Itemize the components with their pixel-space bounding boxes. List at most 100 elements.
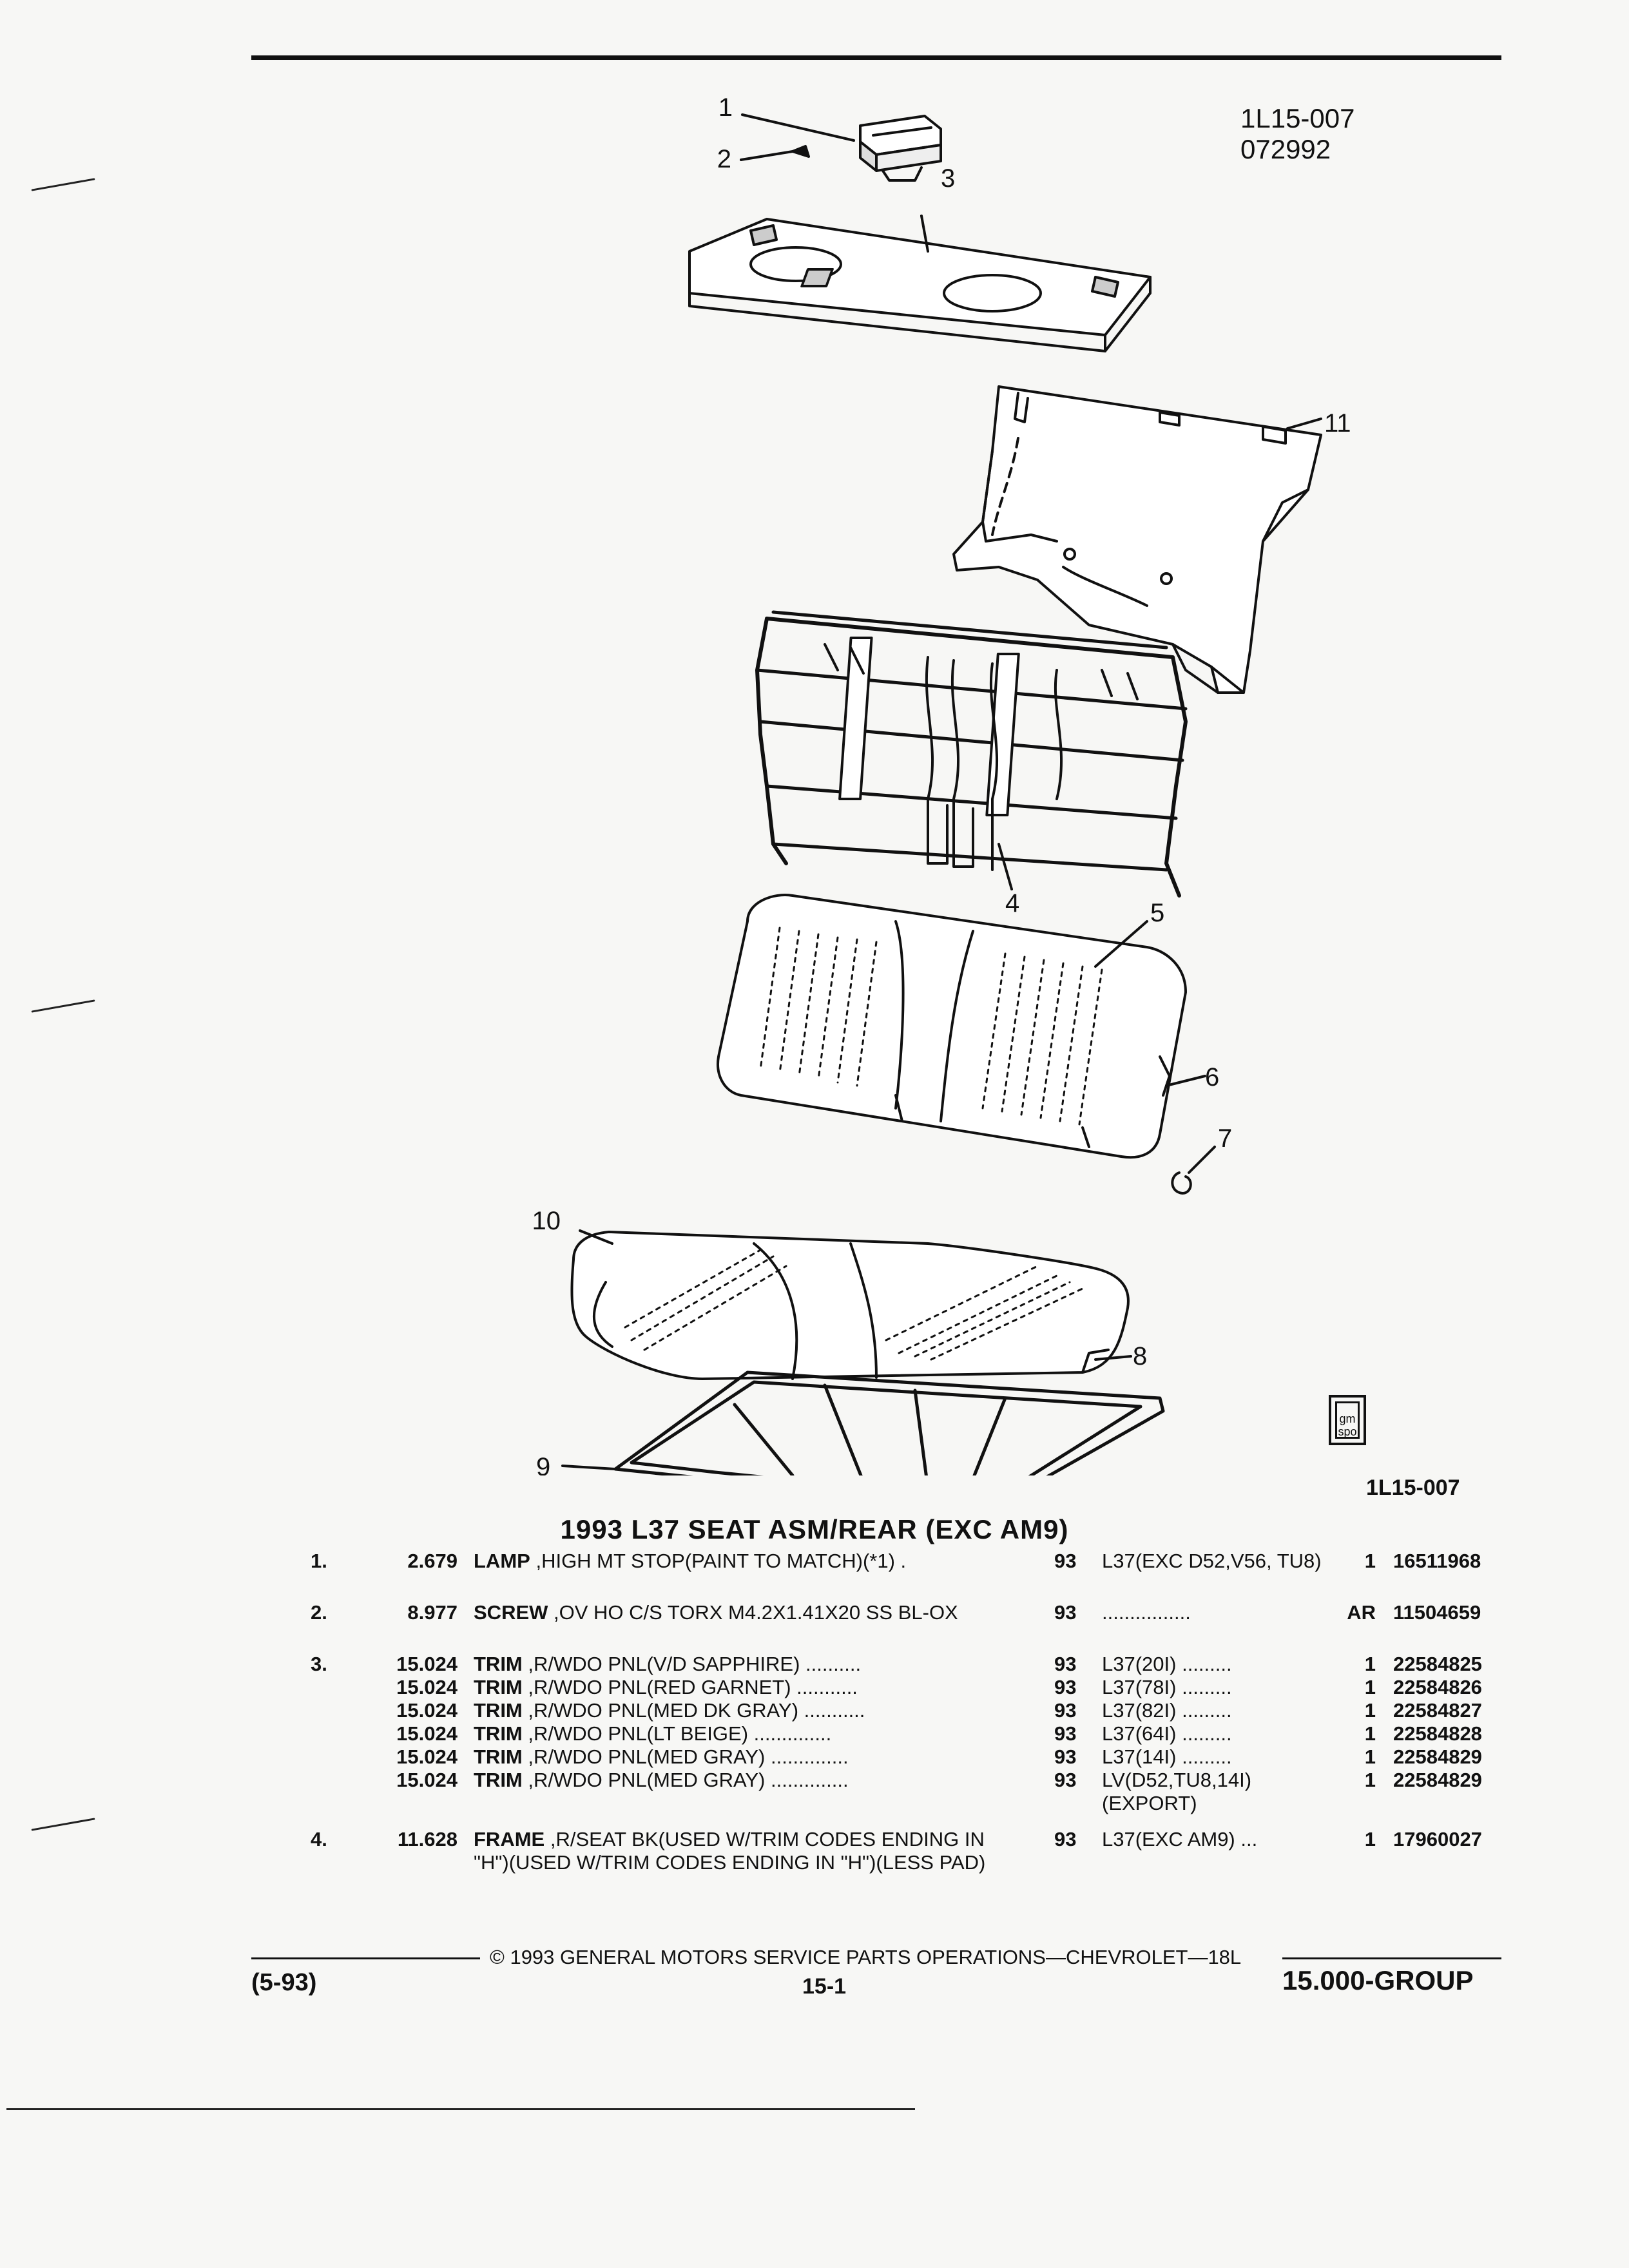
callout-10: 10 [532, 1207, 561, 1235]
footer-group: 15.000-GROUP [1282, 1965, 1474, 1995]
usage: L37(20I) ......... [1102, 1653, 1232, 1675]
part-screw [740, 145, 810, 161]
callout-6: 6 [1205, 1063, 1219, 1091]
illustration-number: 15.024 [396, 1699, 458, 1722]
part-seat-cushion-frame [613, 1370, 1165, 1475]
quantity: 1 [1364, 1745, 1376, 1768]
model-year: 93 [1054, 1676, 1077, 1698]
part-detail: ,R/WDO PNL(RED GARNET) ........... [528, 1676, 858, 1698]
callout-3: 3 [941, 164, 955, 193]
callout-7: 7 [1218, 1124, 1232, 1153]
usage: L37(EXC AM9) ... [1102, 1828, 1258, 1850]
part-number: 11504659 [1393, 1601, 1481, 1624]
quantity: 1 [1364, 1676, 1376, 1698]
part-seat-back-cushion [717, 894, 1187, 1159]
part-name: TRIM [474, 1699, 523, 1722]
callout-leader-10 [579, 1229, 613, 1245]
usage: L37(EXC D52,V56, TU8) [1102, 1550, 1322, 1572]
usage: ................ [1102, 1601, 1191, 1624]
bottom-rule [6, 2108, 915, 2110]
illustration-number: 15.024 [396, 1769, 458, 1791]
usage: L37(78I) ......... [1102, 1676, 1232, 1698]
part-description: TRIM ,R/WDO PNL(LT BEIGE) .............. [474, 1722, 1015, 1745]
part-name: TRIM [474, 1653, 523, 1675]
part-seat-back-frame [755, 610, 1188, 898]
usage: LV(D52,TU8,14I) (EXPORT) [1102, 1769, 1252, 1814]
quantity: 1 [1364, 1653, 1376, 1675]
margin-tick [31, 999, 95, 1013]
figure-date: 072992 [1240, 134, 1331, 164]
callout-1: 1 [718, 93, 733, 122]
callout-leader-8 [1094, 1355, 1132, 1361]
part-detail: ,OV HO C/S TORX M4.2X1.41X20 SS BL-OX [554, 1601, 958, 1624]
callout-leader-4 [998, 843, 1013, 890]
quantity: 1 [1364, 1828, 1376, 1850]
part-number: 22584829 [1393, 1769, 1482, 1791]
part-number: 22584828 [1393, 1722, 1482, 1745]
part-description: TRIM ,R/WDO PNL(RED GARNET) ........... [474, 1676, 1015, 1699]
callout-leader-5 [1094, 920, 1148, 968]
part-seat-cushion [570, 1231, 1130, 1380]
callout-leader-11 [1286, 418, 1322, 430]
logo-text: gm spo [1335, 1401, 1360, 1439]
callout-leader-1 [741, 113, 855, 142]
part-name: TRIM [474, 1676, 523, 1698]
callout-11: 11 [1324, 409, 1351, 437]
figure-code-bottom: 1L15-007 [1366, 1475, 1460, 1500]
model-year: 93 [1054, 1722, 1077, 1745]
callout-leader-7 [1188, 1146, 1216, 1174]
top-rule [251, 55, 1501, 60]
figure-code-header: 1L15-007 072992 [1240, 103, 1355, 165]
quantity: AR [1347, 1601, 1376, 1624]
model-year: 93 [1054, 1828, 1077, 1850]
part-number: 16511968 [1393, 1550, 1481, 1572]
section-title: 1993 L37 SEAT ASM/REAR (EXC AM9) [560, 1514, 1069, 1544]
margin-tick [31, 1818, 95, 1831]
model-year: 93 [1054, 1550, 1077, 1572]
callout-8: 8 [1133, 1342, 1147, 1370]
part-name: LAMP [474, 1550, 530, 1572]
model-year: 93 [1054, 1601, 1077, 1624]
illustration-number: 15.024 [396, 1653, 458, 1675]
callout-9: 9 [536, 1453, 550, 1475]
callout-4: 4 [1005, 889, 1019, 918]
illustration-number: 15.024 [396, 1745, 458, 1768]
part-detail: ,R/WDO PNL(V/D SAPPHIRE) .......... [528, 1653, 862, 1675]
quantity: 1 [1364, 1769, 1376, 1791]
model-year: 93 [1054, 1745, 1077, 1768]
callout-2: 2 [717, 145, 731, 173]
exploded-seat-diagram: 1 2 3 4 5 6 7 8 9 10 11 [532, 93, 1351, 1475]
illustration-number: 15.024 [396, 1676, 458, 1698]
part-detail: ,R/WDO PNL(MED DK GRAY) ........... [528, 1699, 865, 1722]
figure-code: 1L15-007 [1240, 103, 1355, 133]
part-name: TRIM [474, 1769, 523, 1791]
callout-leader-9 [561, 1465, 617, 1470]
footer-rule-left [251, 1957, 480, 1959]
gm-spo-logo: gm spo [1329, 1395, 1366, 1445]
callout-5: 5 [1150, 899, 1164, 927]
illustration-number: 11.628 [397, 1828, 458, 1850]
part-name: SCREW [474, 1601, 548, 1624]
usage: L37(14I) ......... [1102, 1745, 1232, 1768]
part-detail: ,R/WDO PNL(LT BEIGE) .............. [528, 1722, 832, 1745]
part-rear-window-panel [688, 215, 1152, 352]
model-year: 93 [1054, 1699, 1077, 1722]
part-name: TRIM [474, 1722, 523, 1745]
illustration-number: 2.679 [407, 1550, 458, 1572]
part-number: 17960027 [1393, 1828, 1482, 1850]
part-description: TRIM ,R/WDO PNL(MED GRAY) .............. [474, 1745, 1015, 1769]
quantity: 1 [1364, 1722, 1376, 1745]
item-number: 1. [311, 1550, 327, 1572]
part-description: TRIM ,R/WDO PNL(MED DK GRAY) ........... [474, 1699, 1015, 1722]
model-year: 93 [1054, 1653, 1077, 1675]
illustration-number: 8.977 [407, 1601, 458, 1624]
quantity: 1 [1364, 1699, 1376, 1722]
footer-page-number: 15-1 [802, 1974, 847, 1999]
usage: L37(64I) ......... [1102, 1722, 1232, 1745]
item-number: 3. [311, 1653, 327, 1675]
part-number: 22584829 [1393, 1745, 1482, 1768]
part-detail: ,HIGH MT STOP(PAINT TO MATCH)(*1) . [535, 1550, 907, 1572]
illustration-number: 15.024 [396, 1722, 458, 1745]
part-description: SCREW ,OV HO C/S TORX M4.2X1.41X20 SS BL… [474, 1601, 1015, 1624]
part-number: 22584826 [1393, 1676, 1482, 1698]
